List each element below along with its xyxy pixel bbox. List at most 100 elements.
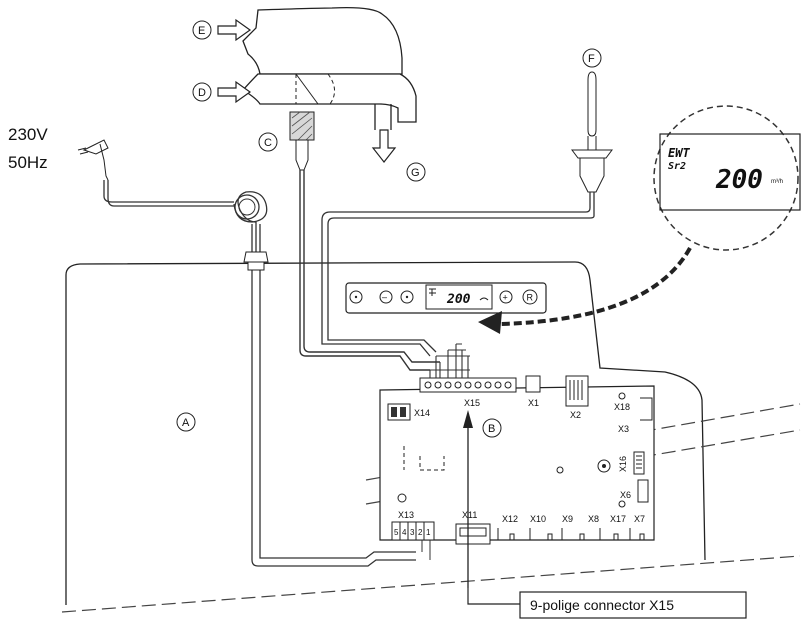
label-x15: X15 xyxy=(464,398,480,408)
x15-terminals xyxy=(424,381,512,389)
label-x14: X14 xyxy=(414,408,430,418)
sensor-c-body xyxy=(295,139,309,171)
power-cable xyxy=(103,180,416,567)
caption-box xyxy=(519,591,747,619)
power-plug-pins xyxy=(77,147,89,155)
pcb-hole-1 xyxy=(618,392,626,400)
sensor-f-collar xyxy=(571,149,613,159)
label-x3: X3 xyxy=(618,424,629,434)
x13-pin-2: 2 xyxy=(418,528,423,537)
callout-a: A xyxy=(176,412,196,432)
panel-display-code-icon xyxy=(429,288,436,296)
pcb-component-dashed xyxy=(403,446,445,471)
label-x16: X16 xyxy=(618,456,628,472)
connector-x1[interactable] xyxy=(525,375,541,393)
pcb-hole-4 xyxy=(618,500,626,508)
power-voltage-label: 230V xyxy=(8,125,48,144)
panel-button-plus[interactable] xyxy=(499,290,513,304)
label-x1: X1 xyxy=(528,398,539,408)
inlet-arrow-d-icon xyxy=(217,80,252,104)
x13-pin-3: 3 xyxy=(410,528,415,537)
svg-text:E: E xyxy=(198,25,205,37)
power-plug-body xyxy=(99,143,109,181)
x13-pin-4: 4 xyxy=(402,528,407,537)
info-dot-icon xyxy=(354,295,358,299)
cut-line-bottom xyxy=(61,555,801,613)
sensor-f-body xyxy=(579,157,605,193)
x2-pins xyxy=(569,380,583,400)
label-x18: X18 xyxy=(614,402,630,412)
label-x10: X10 xyxy=(530,514,546,524)
zoom-display-code-top: EWT xyxy=(668,146,690,160)
inlet-arrow-e-icon xyxy=(217,18,252,42)
duct-assembly xyxy=(241,6,417,130)
label-x13: X13 xyxy=(398,510,414,520)
sensor-c-cable xyxy=(299,170,440,371)
zoom-display-code-bottom: Sr2 xyxy=(668,161,686,172)
svg-text:F: F xyxy=(588,53,595,65)
duct-divider-dashed xyxy=(295,73,335,105)
label-x2: X2 xyxy=(570,410,581,420)
pcb-board xyxy=(379,385,655,541)
power-frequency-label: 50Hz xyxy=(8,153,48,172)
zoom-arrow xyxy=(499,247,692,326)
callout-e: E xyxy=(192,20,212,40)
cable-coil xyxy=(234,194,260,220)
callout-d: D xyxy=(192,82,212,102)
svg-text:A: A xyxy=(182,417,190,429)
caption-text: 9-polige connector X15 xyxy=(530,597,674,613)
x11-socket xyxy=(459,527,487,537)
connector-x2[interactable] xyxy=(565,375,589,407)
x13-pin-dividers xyxy=(399,522,425,540)
x13-pin-5: 5 xyxy=(394,528,399,537)
panel-minus-label: – xyxy=(382,292,387,302)
panel-display-value: 200 xyxy=(446,292,471,307)
svg-text:C: C xyxy=(264,137,272,149)
label-x7: X7 xyxy=(634,514,645,524)
connector-x18[interactable] xyxy=(640,397,653,421)
panel-button-minus[interactable] xyxy=(379,290,393,304)
zoom-arrow-head-icon xyxy=(478,311,502,334)
sensor-f-cable xyxy=(321,192,595,357)
svg-text:D: D xyxy=(198,87,206,99)
connector-x16[interactable] xyxy=(633,451,645,475)
zoom-display-value: 200 xyxy=(715,165,763,195)
sensor-f-stem xyxy=(587,136,597,150)
panel-reset-label: R xyxy=(527,293,534,303)
callout-b: B xyxy=(482,418,502,438)
sensor-f-probe xyxy=(587,71,597,137)
label-x6: X6 xyxy=(620,490,631,500)
sensor-c-hatch xyxy=(291,111,313,141)
zoom-circle xyxy=(653,105,799,251)
label-x11: X11 xyxy=(462,510,477,520)
callout-f: F xyxy=(582,48,602,68)
connector-x6[interactable] xyxy=(637,479,649,503)
zoom-display-frame xyxy=(659,133,801,211)
svg-text:B: B xyxy=(488,423,495,435)
x13-pin-1: 1 xyxy=(426,528,431,537)
x16-pins xyxy=(636,455,642,469)
label-x12: X12 xyxy=(502,514,518,524)
panel-display xyxy=(425,284,493,310)
dot-icon xyxy=(405,295,409,299)
x15-pointer-head-icon xyxy=(463,410,473,428)
label-x9: X9 xyxy=(562,514,573,524)
outlet-arrow-icon xyxy=(371,129,397,163)
x15-wiring xyxy=(429,343,470,378)
pcb-hole-2 xyxy=(556,466,564,474)
label-x8: X8 xyxy=(588,514,599,524)
pcb-hole-3 xyxy=(397,493,407,503)
x14-pin-a xyxy=(391,407,397,417)
panel-button-reset[interactable] xyxy=(522,289,538,305)
x14-pin-b xyxy=(400,407,406,417)
unit-housing-outline xyxy=(65,261,706,605)
zoom-display-unit: m³/h xyxy=(771,179,783,185)
callout-c: C xyxy=(258,132,278,152)
svg-text:G: G xyxy=(411,167,420,179)
cable-coil-inner xyxy=(238,198,256,216)
bottom-connectors xyxy=(497,528,652,541)
panel-display-unit-icon xyxy=(479,297,489,301)
cable-gland xyxy=(243,251,269,271)
pcb-pot-center xyxy=(602,464,606,468)
